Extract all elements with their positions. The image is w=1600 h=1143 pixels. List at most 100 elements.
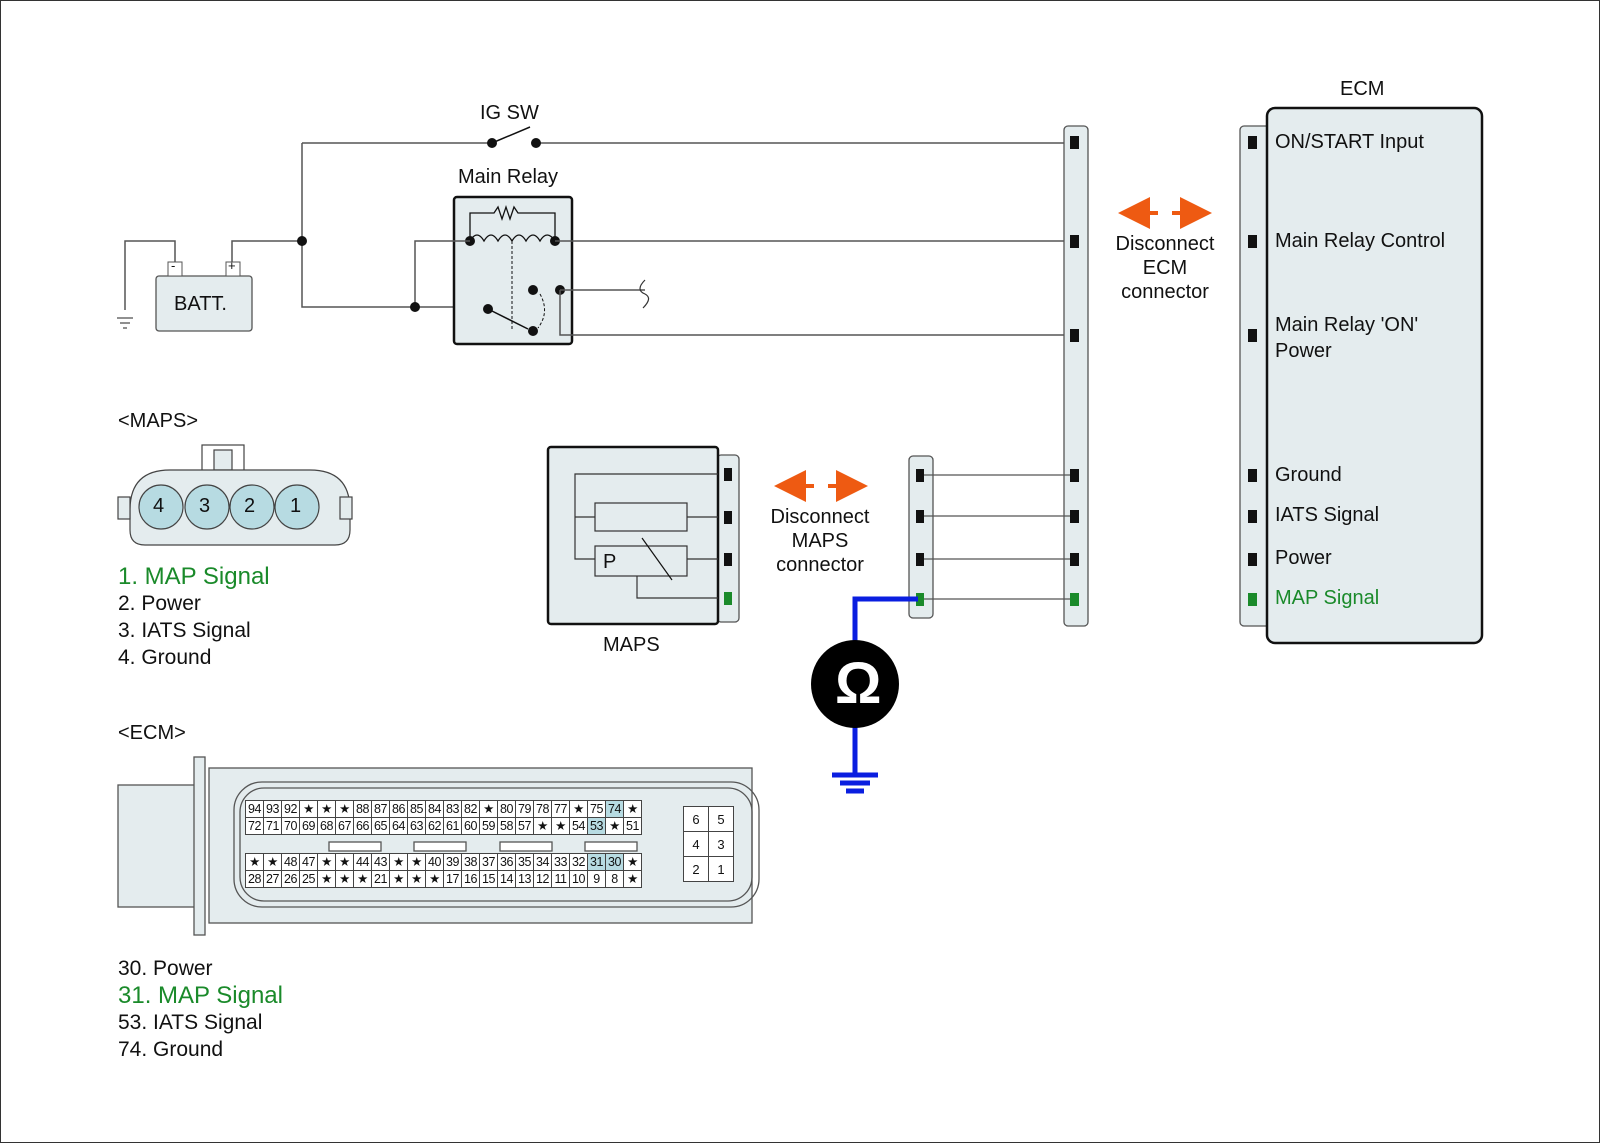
relay-wiring bbox=[414, 240, 1073, 336]
ecm-pin: 77 bbox=[551, 800, 570, 818]
ecm-pin: 44 bbox=[353, 853, 372, 871]
battery-wiring bbox=[124, 142, 1073, 310]
ecm-pin: 10 bbox=[569, 870, 588, 888]
ecm-pin: 54 bbox=[569, 817, 588, 835]
ecm-pin: 12 bbox=[533, 870, 552, 888]
ecm-pin: 80 bbox=[497, 800, 516, 818]
ecm-pin: 36 bbox=[497, 853, 516, 871]
battery-neg-terminal: - bbox=[171, 258, 176, 273]
unused-pin: ★ bbox=[479, 800, 498, 818]
maps-sensor-label: MAPS bbox=[603, 634, 660, 656]
ecm-block bbox=[1239, 106, 1484, 645]
ecm-pin: 86 bbox=[389, 800, 408, 818]
unused-pin: ★ bbox=[569, 800, 588, 818]
maps-pin: 1 bbox=[290, 495, 302, 517]
unused-pin: ★ bbox=[263, 853, 282, 871]
ecm-title: ECM bbox=[1340, 78, 1385, 100]
ecm-pin: 83 bbox=[443, 800, 462, 818]
ecm-pin: 58 bbox=[497, 817, 516, 835]
ecm-aux-pin: 3 bbox=[708, 831, 734, 857]
ig-switch-label: IG SW bbox=[480, 102, 539, 124]
ecm-pin: 39 bbox=[443, 853, 462, 871]
ecm-pin: 32 bbox=[569, 853, 588, 871]
battery-label: BATT. bbox=[174, 293, 227, 315]
unused-pin: ★ bbox=[335, 870, 354, 888]
maps-connector-face bbox=[117, 444, 353, 546]
ecm-pin: 63 bbox=[407, 817, 426, 835]
legend-item: 53. IATS Signal bbox=[118, 1011, 263, 1034]
text-line: MAPS bbox=[791, 530, 849, 552]
main-relay-label: Main Relay bbox=[458, 166, 559, 188]
ecm-pin: 78 bbox=[533, 800, 552, 818]
ecm-aux-pin: 4 bbox=[683, 831, 709, 857]
sensor-wiring bbox=[924, 474, 1070, 600]
ecm-pin: 85 bbox=[407, 800, 426, 818]
ecm-pin: 71 bbox=[263, 817, 282, 835]
disconnect-maps-label: Disconnect MAPS connector bbox=[755, 505, 885, 577]
ecm-pin: 21 bbox=[371, 870, 390, 888]
ecm-pin: 75 bbox=[587, 800, 606, 818]
unused-pin: ★ bbox=[623, 800, 642, 818]
unused-pin: ★ bbox=[425, 870, 444, 888]
ecm-pin: 79 bbox=[515, 800, 534, 818]
ecm-pin: 69 bbox=[299, 817, 318, 835]
ecm-pin: 84 bbox=[425, 800, 444, 818]
text-line: Power bbox=[1275, 340, 1332, 362]
ecm-pin: 59 bbox=[479, 817, 498, 835]
ecm-pin: 94 bbox=[245, 800, 264, 818]
unused-pin: ★ bbox=[623, 870, 642, 888]
unused-pin: ★ bbox=[335, 800, 354, 818]
ecm-pin: 62 bbox=[425, 817, 444, 835]
text-line: Main Relay 'ON' bbox=[1275, 314, 1419, 336]
ecm-pin: 66 bbox=[353, 817, 372, 835]
ecm-pin: 64 bbox=[389, 817, 408, 835]
ecm-pin-legend: 30. Power 31. MAP Signal 53. IATS Signal… bbox=[118, 955, 283, 1063]
ecm-pin: 47 bbox=[299, 853, 318, 871]
ecm-pin: 82 bbox=[461, 800, 480, 818]
main-relay bbox=[452, 195, 574, 346]
maps-pin-legend: 1. MAP Signal 2. Power 3. IATS Signal 4.… bbox=[118, 563, 270, 671]
ecm-pin: 15 bbox=[479, 870, 498, 888]
ecm-pin: 70 bbox=[281, 817, 300, 835]
ecm-pin: 9 bbox=[587, 870, 606, 888]
ecm-pin: 14 bbox=[497, 870, 516, 888]
legend-item: 4. Ground bbox=[118, 646, 212, 669]
ecm-terminal-label: Main Relay Control bbox=[1275, 230, 1446, 252]
ecm-aux-pin: 1 bbox=[708, 856, 734, 882]
junction-dot bbox=[297, 236, 307, 246]
ecm-pin: 88 bbox=[353, 800, 372, 818]
ohmmeter-test-lead bbox=[832, 596, 918, 794]
ecm-aux-pin: 5 bbox=[708, 806, 734, 832]
unused-pin: ★ bbox=[605, 817, 624, 835]
legend-item-highlight: 31. MAP Signal bbox=[118, 982, 283, 1009]
ecm-pin: 16 bbox=[461, 870, 480, 888]
unused-pin: ★ bbox=[623, 853, 642, 871]
legend-item: 30. Power bbox=[118, 957, 213, 980]
ecm-pin: 65 bbox=[371, 817, 390, 835]
battery bbox=[155, 261, 253, 332]
battery-pos-terminal: + bbox=[228, 258, 236, 273]
text-line: connector bbox=[1121, 281, 1209, 303]
ecm-pin: 68 bbox=[317, 817, 336, 835]
ecm-pin: 33 bbox=[551, 853, 570, 871]
maps-connector-title: <MAPS> bbox=[118, 410, 199, 432]
ecm-pin: 48 bbox=[281, 853, 300, 871]
ecm-pin: 53 bbox=[587, 817, 606, 835]
text-line: Disconnect bbox=[770, 506, 870, 528]
ecm-pin: 60 bbox=[461, 817, 480, 835]
legend-item: 2. Power bbox=[118, 592, 201, 615]
unused-pin: ★ bbox=[335, 853, 354, 871]
unused-pin: ★ bbox=[299, 800, 318, 818]
ecm-terminal-label: IATS Signal bbox=[1275, 504, 1380, 526]
ecm-pin: 13 bbox=[515, 870, 534, 888]
ecm-pin: 26 bbox=[281, 870, 300, 888]
unused-pin: ★ bbox=[551, 817, 570, 835]
